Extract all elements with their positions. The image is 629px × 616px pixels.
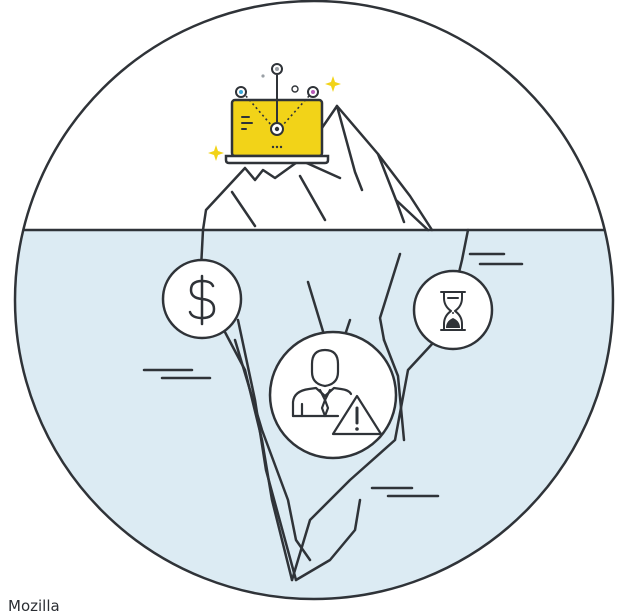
sparkle-icon [208,76,341,161]
laptop-base [224,154,330,165]
laptop-network-icon [224,63,330,165]
image-credit: Mozilla [8,597,60,615]
dollar-icon [161,258,243,340]
outer-circle [13,0,615,601]
person-warning-icon [268,330,398,460]
iceberg-tip [201,104,434,232]
water-ripples [142,252,524,498]
hourglass-icon [412,269,494,351]
